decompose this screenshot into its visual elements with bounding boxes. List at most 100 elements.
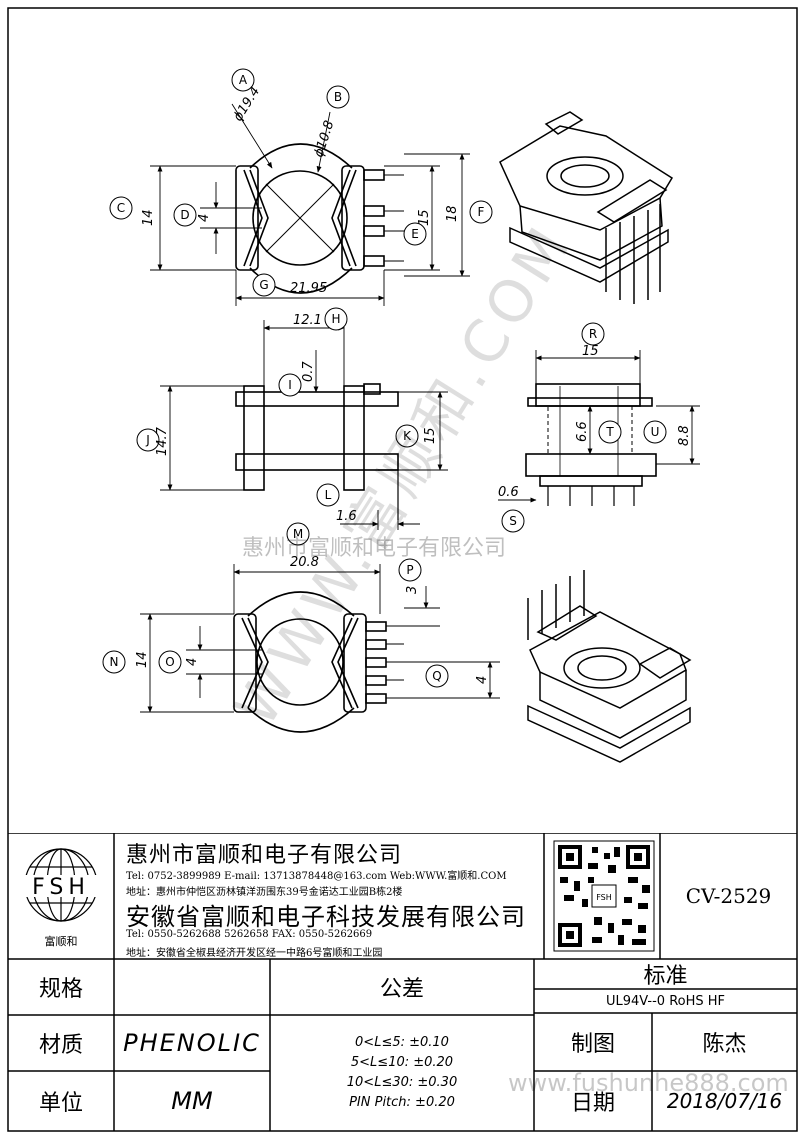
dim-T: 6.6 bbox=[575, 421, 590, 442]
dim-Q: 4 bbox=[475, 676, 490, 684]
drawn-label: 制图 bbox=[570, 1032, 615, 1057]
marker-M bbox=[286, 522, 310, 546]
standard-value: UL94V--0 RoHS HF bbox=[605, 993, 726, 1009]
dim-C: 14 bbox=[141, 209, 156, 226]
material-label: 材质 bbox=[38, 1033, 83, 1058]
top-view bbox=[235, 143, 404, 294]
marker-I bbox=[278, 373, 302, 397]
spec-label: 规格 bbox=[38, 977, 83, 1002]
tolerance-line-3: 10<L≤30: ±0.30 bbox=[346, 1075, 458, 1090]
marker-U bbox=[643, 420, 667, 444]
date-value: 2018/07/16 bbox=[666, 1089, 783, 1113]
marker-D bbox=[173, 203, 197, 227]
dim-G: 21.95 bbox=[290, 281, 327, 296]
qr-center-text: FSH bbox=[596, 893, 612, 902]
svg-text:H: H bbox=[331, 312, 340, 326]
part-number: CV-2529 bbox=[685, 884, 772, 908]
svg-text:A: A bbox=[239, 73, 248, 87]
svg-text:C: C bbox=[117, 201, 125, 215]
bottom-view bbox=[233, 591, 404, 733]
dim-F: 18 bbox=[445, 205, 460, 222]
svg-text:D: D bbox=[180, 208, 189, 222]
marker-B bbox=[326, 85, 350, 109]
company1-contact: Tel: 0752-3899989 E-mail: 13713878448@16… bbox=[126, 871, 507, 882]
dim-O: 4 bbox=[185, 658, 200, 666]
top-view-dimensions bbox=[150, 103, 470, 306]
svg-text:I: I bbox=[288, 378, 292, 392]
marker-C bbox=[109, 196, 133, 220]
dim-A: ϕ19.4 bbox=[231, 84, 264, 124]
isometric-top-right bbox=[499, 111, 674, 304]
letter-marker-labels: A B C D E F G H I J K L M N O P Q R S T … bbox=[110, 73, 660, 683]
front-view-dimensions bbox=[160, 320, 448, 530]
svg-text:R: R bbox=[589, 327, 597, 341]
isometric-bottom-right bbox=[527, 570, 692, 763]
title-block: FSH 富顺和 FSH 惠州市富顺和电子有限公司 Tel: 0752-38999… bbox=[8, 833, 797, 1131]
dim-I: 0.7 bbox=[301, 361, 316, 382]
unit-label: 单位 bbox=[38, 1091, 83, 1116]
dim-U: 8.8 bbox=[677, 425, 692, 446]
side-view bbox=[525, 383, 657, 506]
tolerance-line-2: 5<L≤10: ±0.20 bbox=[350, 1055, 454, 1070]
standard-label: 标准 bbox=[643, 964, 688, 989]
marker-H bbox=[324, 307, 348, 331]
marker-O bbox=[158, 650, 182, 674]
company1-name: 惠州市富顺和电子有限公司 bbox=[126, 843, 403, 868]
marker-N bbox=[102, 650, 126, 674]
logo-text: FSH bbox=[32, 875, 90, 900]
marker-R bbox=[581, 322, 605, 346]
watermark-center: 惠州市富顺和电子有限公司 bbox=[242, 536, 507, 561]
marker-E bbox=[403, 222, 427, 246]
svg-text:G: G bbox=[259, 278, 268, 292]
svg-text:E: E bbox=[411, 227, 419, 241]
dim-J: 14.7 bbox=[155, 426, 170, 456]
letter-markers bbox=[102, 68, 667, 688]
dim-R: 15 bbox=[582, 344, 599, 359]
marker-K bbox=[395, 424, 419, 448]
title-block-grid: FSH 富顺和 FSH bbox=[8, 833, 797, 1131]
svg-text:K: K bbox=[403, 429, 412, 443]
company2-address: 地址：安徽省全椒县经济开发区经一中路6号富顺和工业园 bbox=[126, 948, 383, 959]
dim-H: 12.1 bbox=[293, 313, 322, 328]
marker-S bbox=[501, 509, 525, 533]
page-border bbox=[7, 7, 798, 1132]
date-label: 日期 bbox=[570, 1091, 615, 1116]
svg-text:B: B bbox=[334, 90, 342, 104]
svg-text:M: M bbox=[293, 527, 303, 541]
dim-L: 1.6 bbox=[336, 509, 357, 524]
svg-text:Q: Q bbox=[432, 669, 441, 683]
dim-K: 15 bbox=[423, 427, 438, 444]
material-value: PHENOLIC bbox=[123, 1029, 261, 1057]
company2-name: 安徽省富顺和电子科技发展有限公司 bbox=[126, 903, 526, 931]
dim-P: 3 bbox=[405, 586, 420, 594]
qr-code: FSH bbox=[553, 840, 655, 952]
marker-J bbox=[136, 428, 160, 452]
bottom-view-dimensions bbox=[140, 564, 500, 713]
svg-text:P: P bbox=[406, 563, 413, 577]
dim-E: 15 bbox=[417, 209, 432, 226]
marker-G bbox=[252, 273, 276, 297]
dim-M: 20.8 bbox=[290, 555, 319, 570]
tolerance-list: 0<L≤5: ±0.10 5<L≤10: ±0.20 10<L≤30: ±0.3… bbox=[270, 1015, 534, 1131]
marker-L bbox=[316, 483, 340, 507]
marker-A bbox=[231, 68, 255, 92]
front-view bbox=[235, 383, 399, 520]
tolerance-label: 公差 bbox=[379, 977, 424, 1002]
drawn-value: 陈杰 bbox=[702, 1032, 747, 1057]
watermark-footer: www.fushunhe888.com bbox=[508, 1069, 789, 1097]
side-view-dimensions bbox=[498, 350, 700, 503]
marker-F bbox=[469, 200, 493, 224]
svg-text:L: L bbox=[325, 488, 332, 502]
company2-contact: Tel: 0550-5262688 5262658 FAX: 0550-5262… bbox=[126, 929, 373, 940]
svg-text:F: F bbox=[478, 205, 485, 219]
svg-text:O: O bbox=[165, 655, 174, 669]
dim-D: 4 bbox=[197, 214, 212, 222]
svg-text:N: N bbox=[110, 655, 119, 669]
unit-value: MM bbox=[171, 1087, 213, 1115]
logo-text-bg bbox=[24, 875, 98, 897]
dim-S: 0.6 bbox=[498, 485, 519, 500]
company1-address: 地址：惠州市仲恺区沥林镇洋沥围东39号金诺达工业园B栋2楼 bbox=[126, 887, 403, 898]
tolerance-line-4: PIN Pitch: ±0.20 bbox=[349, 1095, 455, 1110]
